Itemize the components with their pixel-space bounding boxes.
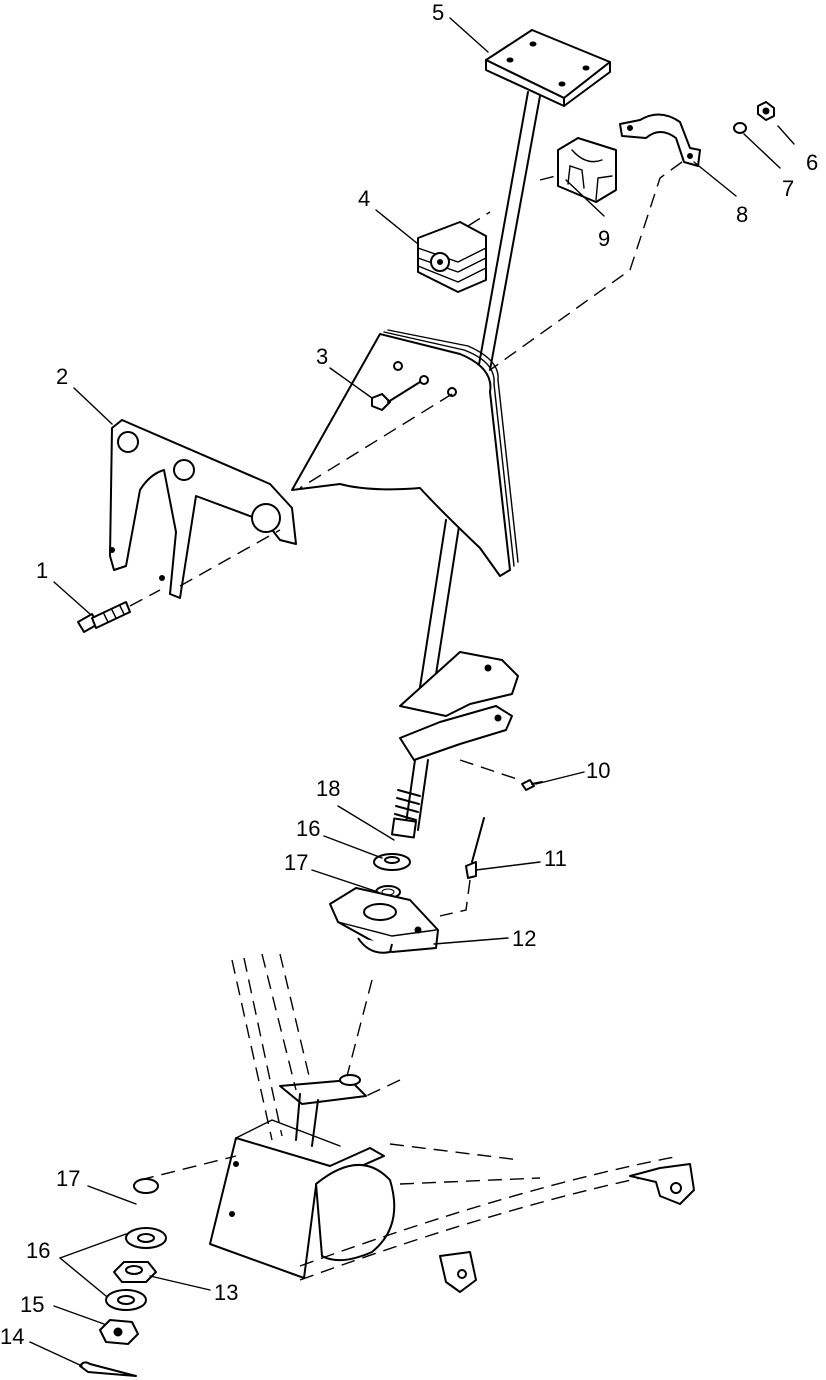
lower-bracket (399, 651, 521, 781)
bushing-half (539, 137, 617, 203)
bushing-block (417, 211, 491, 293)
screw (371, 381, 421, 411)
callout-17-lower: 17 (56, 1166, 80, 1191)
callout-10: 10 (586, 758, 610, 783)
callout-16-lower: 16 (26, 1238, 50, 1263)
callout-1: 1 (36, 558, 48, 583)
callout-7: 7 (782, 176, 794, 201)
washer-and-nut (733, 101, 775, 134)
pivot-block (329, 887, 439, 954)
callout-3: 3 (316, 344, 328, 369)
callout-4: 4 (358, 186, 370, 211)
callout-11: 11 (544, 846, 567, 871)
lower-hardware (79, 1178, 167, 1377)
callout-2: 2 (56, 364, 68, 389)
callout-5: 5 (432, 0, 444, 25)
callout-17-upper: 17 (284, 850, 308, 875)
callout-14: 14 (0, 1324, 24, 1349)
callout-labels: 5 6 7 8 9 4 3 2 1 10 18 16 17 11 12 17 1… (0, 0, 818, 1349)
steering-shaft (390, 91, 541, 839)
cotter-pin (439, 817, 485, 917)
callout-9: 9 (598, 226, 610, 251)
leader-lines (29, 17, 795, 1367)
callout-8: 8 (736, 202, 748, 227)
bottom-housing (139, 1119, 396, 1279)
rivet (521, 779, 543, 791)
callout-18: 18 (316, 776, 340, 801)
column-mounting-bracket (291, 329, 519, 577)
callout-6: 6 (806, 150, 818, 175)
callout-16-upper: 16 (296, 816, 320, 841)
shaft-washers (373, 853, 411, 899)
dash-bracket (109, 419, 297, 599)
axle-beam (299, 1143, 695, 1293)
frame-housing (231, 953, 401, 1147)
callout-15: 15 (20, 1292, 44, 1317)
steering-wheel-plate (485, 29, 611, 107)
bolt (77, 589, 161, 633)
callout-13: 13 (214, 1280, 238, 1305)
callout-12: 12 (512, 926, 536, 951)
